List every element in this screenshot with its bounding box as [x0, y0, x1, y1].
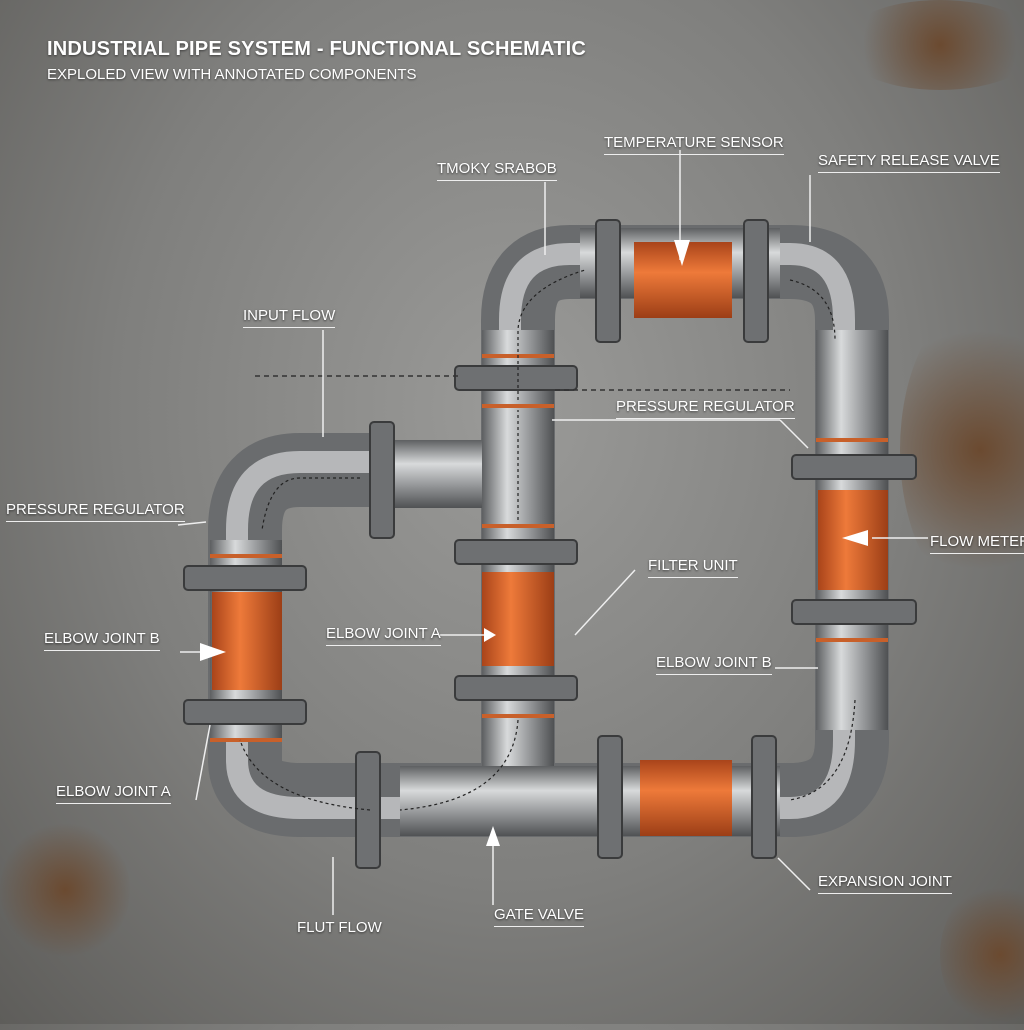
- label-gate-valve: GATE VALVE: [494, 906, 585, 927]
- rust-stain: [840, 0, 1024, 90]
- label-pressure-regulator-left: PRESSURE REGULATOR: [6, 501, 185, 522]
- label-elbow-joint-a-left: ELBOW JOINT A: [56, 783, 171, 804]
- rust-stain: [900, 300, 1024, 600]
- label-elbow-joint-b-right: ELBOW JOINT B: [656, 654, 772, 675]
- label-safety-release-valve: SAFETY RELEASE VALVE: [818, 152, 1000, 173]
- rust-stain: [0, 820, 130, 960]
- orange-sleeve-expansion: [640, 760, 732, 836]
- label-temperature-sensor: TEMPERATURE SENSOR: [604, 134, 784, 155]
- label-elbow-joint-b-left: ELBOW JOINT B: [44, 630, 160, 651]
- page-title: INDUSTRIAL PIPE SYSTEM - FUNCTIONAL SCHE…: [47, 38, 587, 60]
- leader-lines: [177, 150, 928, 915]
- flow-path-arrows: [239, 269, 856, 811]
- flanges-horizontal: [183, 365, 917, 725]
- label-elbow-joint-a-center: ELBOW JOINT A: [326, 625, 441, 646]
- label-flut-flow: FLUT FLOW: [297, 919, 382, 936]
- label-garbled-top: TMOKY SRABOB: [437, 160, 557, 181]
- arrowheads: [200, 240, 868, 846]
- label-expansion-joint: EXPANSION JOINT: [818, 873, 952, 894]
- label-filter-unit: FILTER UNIT: [648, 557, 738, 578]
- orange-sleeve-left: [212, 592, 282, 690]
- pipe-loop-highlight: [226, 243, 855, 819]
- flanges-vertical: [355, 219, 777, 869]
- label-input-flow: INPUT FLOW: [243, 307, 336, 328]
- label-pressure-regulator-right: PRESSURE REGULATOR: [616, 398, 795, 419]
- page-subtitle: EXPLOLED VIEW WITH ANNOTATED COMPONENTS: [47, 66, 417, 83]
- label-flow-meter: FLOW METER: [930, 533, 1024, 554]
- orange-sleeve-center: [482, 572, 554, 666]
